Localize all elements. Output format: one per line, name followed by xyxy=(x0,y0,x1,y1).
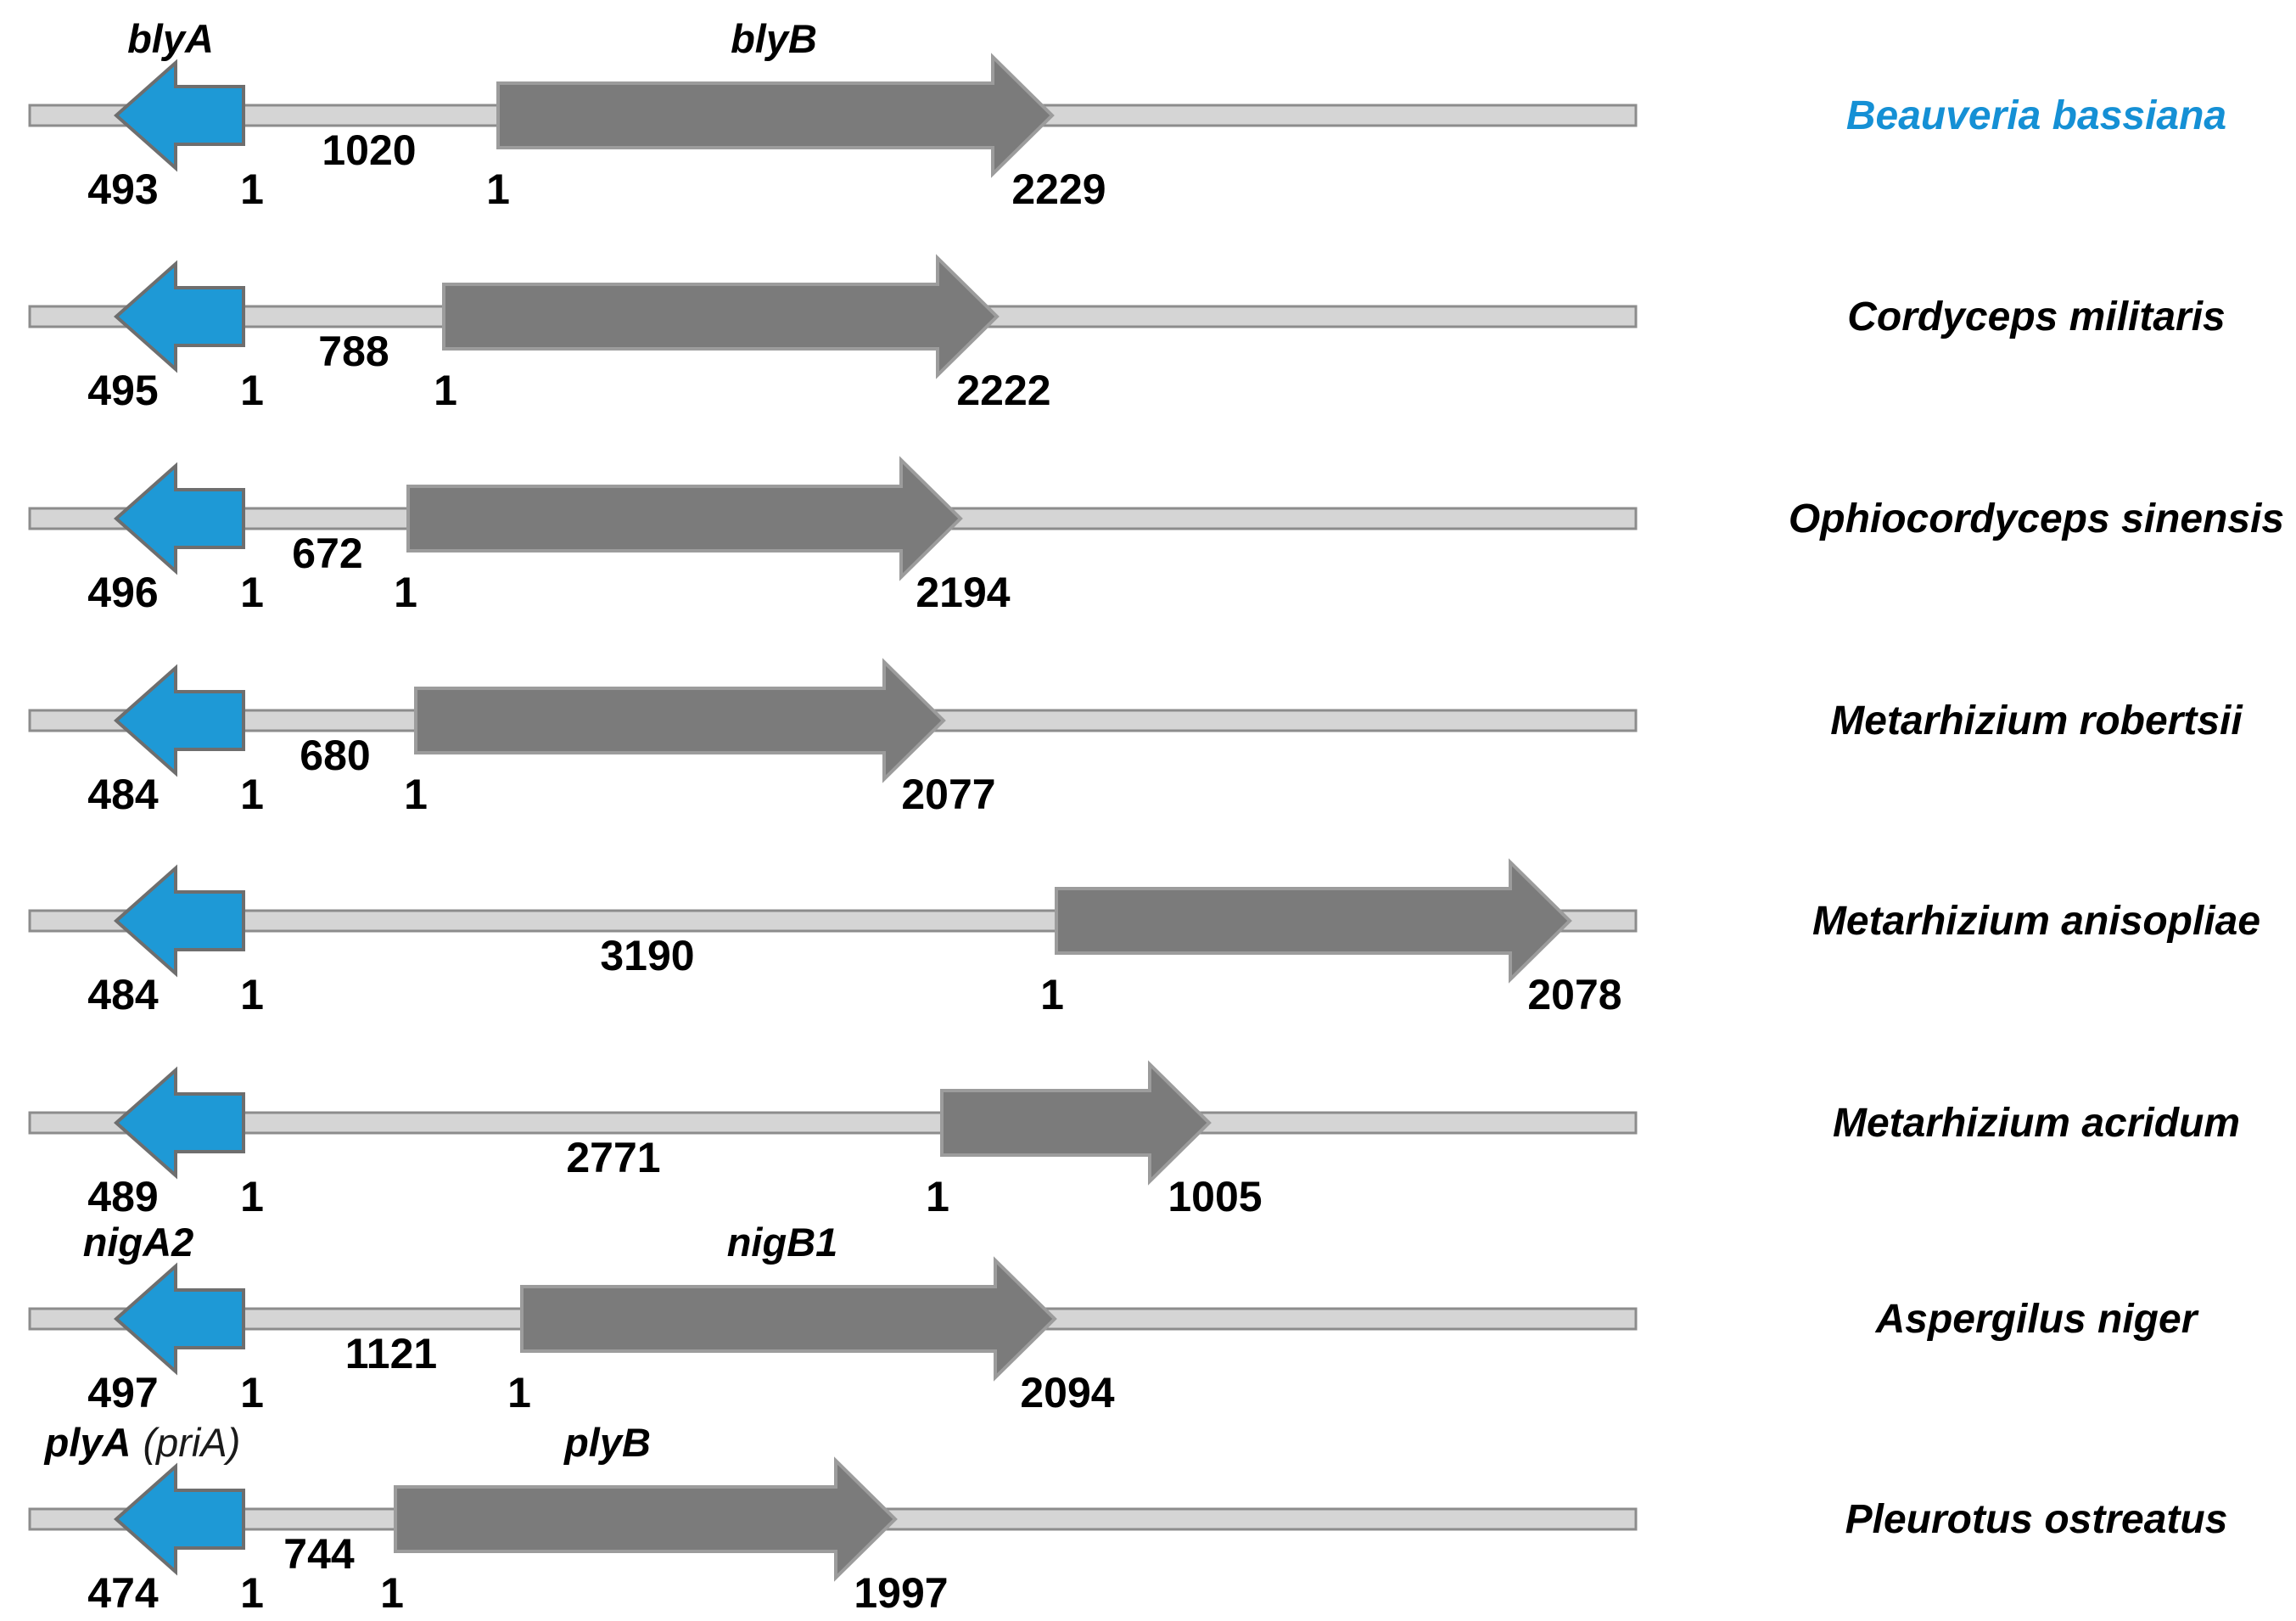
gene-b-start-coordinate: 1 xyxy=(434,367,457,414)
gene-b-end-coordinate: 1997 xyxy=(854,1569,948,1617)
species-row: 489 1 2771 1 1005 Metarhizium acridum xyxy=(28,1060,2240,1220)
gene-a-arrow-left xyxy=(113,462,245,575)
gene-b-arrow-right xyxy=(414,658,946,783)
gene-a-start-coordinate: 489 xyxy=(87,1173,158,1220)
species-row: 474 1 744 1 1997 plyA(priA) plyB Pleurotus ostr… xyxy=(28,1420,2228,1617)
species-name: Cordyceps militaris xyxy=(1847,294,2226,339)
gene-a-arrow-left xyxy=(113,59,245,172)
gene-a-arrow-left xyxy=(113,864,245,978)
intergenic-distance: 3190 xyxy=(600,932,694,979)
gene-a-arrow-left xyxy=(113,1462,245,1576)
species-name: Metarhizium acridum xyxy=(1833,1101,2240,1146)
gene-a-start-coordinate: 474 xyxy=(87,1569,159,1617)
gene-a-start-coordinate: 493 xyxy=(87,165,158,213)
gene-a-end-coordinate: 1 xyxy=(240,165,264,213)
gene-a-arrow-left xyxy=(113,664,245,777)
gene-b-arrow-right xyxy=(394,1456,898,1582)
gene-b-end-coordinate: 1005 xyxy=(1168,1173,1262,1220)
intergenic-distance: 680 xyxy=(300,732,370,779)
gene-b-end-coordinate: 2077 xyxy=(901,771,995,818)
dna-backbone xyxy=(28,1111,1638,1135)
gene-b-start-coordinate: 1 xyxy=(394,569,417,616)
gene-a-arrow-left xyxy=(113,1262,245,1376)
gene-a-start-coordinate: 484 xyxy=(87,771,159,818)
gene-b-name: nigB1 xyxy=(727,1220,838,1265)
gene-b-arrow-right xyxy=(406,456,963,581)
gene-b-start-coordinate: 1 xyxy=(926,1173,949,1220)
gene-b-end-coordinate: 2222 xyxy=(956,367,1050,414)
gene-a-name: blyA xyxy=(127,16,214,61)
species-name: Metarhizium anisopliae xyxy=(1812,899,2260,944)
gene-b-start-coordinate: 1 xyxy=(1040,971,1064,1018)
gene-b-start-coordinate: 1 xyxy=(486,165,510,213)
gene-b-arrow-right xyxy=(496,53,1055,178)
gene-b-start-coordinate: 1 xyxy=(380,1569,404,1617)
gene-a-start-coordinate: 484 xyxy=(87,971,159,1018)
species-row: 493 1 1020 1 2229 blyA blyB Beauveria bassiana xyxy=(28,16,2226,213)
gene-b-end-coordinate: 2229 xyxy=(1011,165,1106,213)
species-name: Aspergilus niger xyxy=(1875,1297,2199,1342)
gene-b-arrow-right xyxy=(520,1256,1057,1382)
species-name: Pleurotus ostreatus xyxy=(1845,1497,2228,1542)
gene-a-start-coordinate: 495 xyxy=(87,367,158,414)
intergenic-distance: 1121 xyxy=(345,1330,437,1377)
gene-b-end-coordinate: 2094 xyxy=(1020,1369,1114,1416)
gene-a-start-coordinate: 496 xyxy=(87,569,158,616)
species-row: 495 1 788 1 2222 Cordyceps militaris xyxy=(28,254,2226,414)
intergenic-distance: 788 xyxy=(318,328,389,375)
gene-b-end-coordinate: 2078 xyxy=(1527,971,1621,1018)
species-name: Metarhizium robertsii xyxy=(1830,698,2243,743)
gene-a-end-coordinate: 1 xyxy=(240,367,264,414)
intergenic-distance: 744 xyxy=(283,1530,355,1578)
gene-b-end-coordinate: 2194 xyxy=(916,569,1010,616)
intergenic-distance: 672 xyxy=(292,530,362,577)
gene-b-arrow-right xyxy=(940,1060,1212,1186)
intergenic-distance: 2771 xyxy=(566,1134,660,1181)
gene-b-arrow-right xyxy=(442,254,1000,379)
gene-a-end-coordinate: 1 xyxy=(240,1173,264,1220)
species-row: 484 1 680 1 2077 Metarhizium robertsii xyxy=(28,658,2243,818)
species-row: 484 1 3190 1 2078 Metarhizium anisopliae xyxy=(28,858,2260,1018)
species-name: Beauveria bassiana xyxy=(1846,93,2226,138)
gene-a-end-coordinate: 1 xyxy=(240,771,264,818)
gene-a-end-coordinate: 1 xyxy=(240,1569,264,1617)
gene-b-start-coordinate: 1 xyxy=(404,771,428,818)
gene-a-end-coordinate: 1 xyxy=(240,569,264,616)
gene-a-name: nigA2 xyxy=(83,1220,194,1265)
gene-b-start-coordinate: 1 xyxy=(507,1369,531,1416)
gene-a-name: plyA(priA) xyxy=(43,1420,241,1465)
gene-b-name: blyB xyxy=(731,16,817,61)
gene-b-arrow-right xyxy=(1055,858,1572,984)
gene-b-name: plyB xyxy=(563,1420,651,1465)
gene-a-end-coordinate: 1 xyxy=(240,971,264,1018)
species-row: 496 1 672 1 2194 Ophiocordyceps sinensis xyxy=(28,456,2284,616)
species-name: Ophiocordyceps sinensis xyxy=(1789,496,2284,541)
gene-a-arrow-left xyxy=(113,260,245,373)
intergenic-distance: 1020 xyxy=(322,126,416,174)
gene-a-arrow-left xyxy=(113,1066,245,1180)
gene-a-end-coordinate: 1 xyxy=(240,1369,264,1416)
gene-a-start-coordinate: 497 xyxy=(87,1369,158,1416)
